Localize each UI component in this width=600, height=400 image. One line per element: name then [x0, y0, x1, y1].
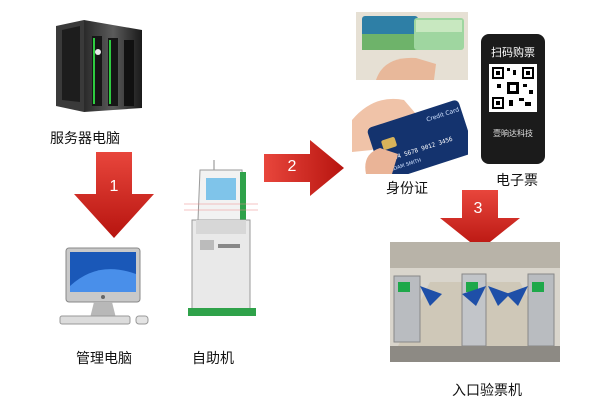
- id-card-label: 身份证: [386, 181, 428, 197]
- step-1-number: 1: [109, 178, 119, 195]
- server-label: 服务器电脑: [50, 131, 120, 147]
- step-2-number: 2: [287, 158, 297, 175]
- credit-card-image: Credit Card 1234 5678 9012 3456 ADAM SMI…: [352, 90, 468, 174]
- phone-footer-text: 壹晌达科技: [493, 129, 533, 138]
- kiosk-label: 自助机: [192, 351, 234, 367]
- qr-code-icon: [489, 64, 537, 112]
- cards-in-hand-image: [356, 12, 468, 80]
- admin-pc-label: 管理电脑: [76, 351, 132, 367]
- entrance-gate-image: [390, 242, 560, 362]
- server-image: [52, 16, 147, 116]
- gate-label: 入口验票机: [452, 383, 522, 399]
- phone-header-text: 扫码购票: [491, 46, 535, 59]
- e-ticket-label: 电子票: [496, 173, 538, 189]
- phone-qr-image: 扫码购票 壹晌达科技: [481, 34, 545, 164]
- arrow-2-right: [264, 140, 344, 196]
- arrow-3-down: [440, 190, 520, 250]
- step-3-number: 3: [473, 200, 483, 217]
- admin-pc-image: [58, 246, 156, 330]
- kiosk-image: [178, 160, 264, 320]
- arrow-1-down: [74, 152, 154, 238]
